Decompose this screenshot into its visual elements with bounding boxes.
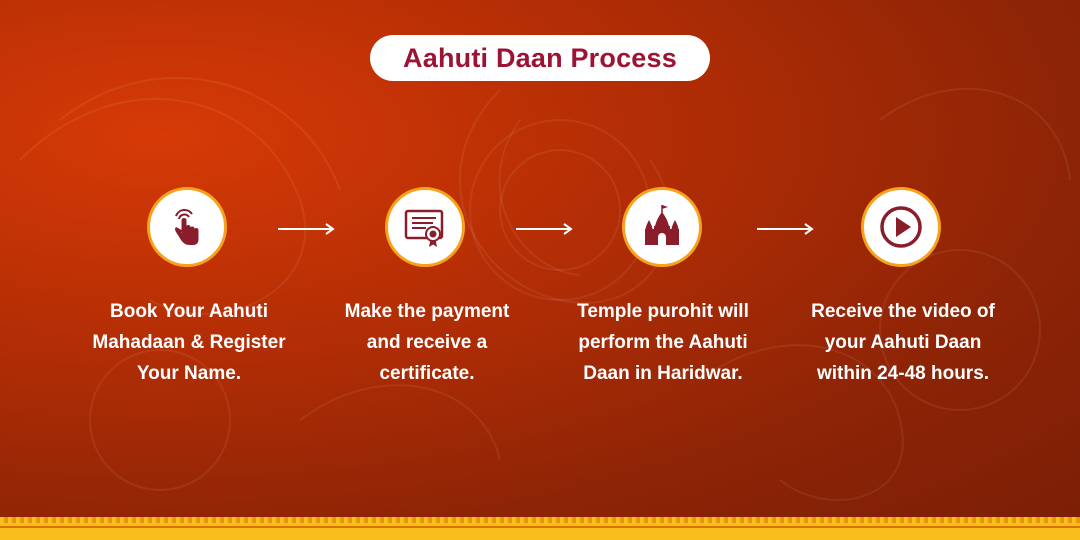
step-3-text: Temple purohit will perform the Aahuti D… <box>548 296 778 389</box>
step-text-line: Mahadaan & Register <box>92 332 286 353</box>
step-text-line: Receive the video of <box>811 301 995 322</box>
step-2-text: Make the payment and receive a certifica… <box>312 296 542 389</box>
page-title: Aahuti Daan Process <box>370 35 710 81</box>
arrow-right-icon <box>278 223 335 235</box>
step-text-line: perform the Aahuti <box>578 332 748 353</box>
step-text-line: your Aahuti Daan <box>824 332 982 353</box>
temple-icon <box>645 205 679 245</box>
border-fringe <box>0 517 1080 523</box>
step-4-text: Receive the video of your Aahuti Daan wi… <box>788 296 1018 389</box>
certificate-icon <box>404 209 444 247</box>
step-text-line: and receive a <box>366 332 488 353</box>
step-1-text: Book Your Aahuti Mahadaan & Register You… <box>74 296 304 389</box>
decorative-border <box>0 517 1080 540</box>
step-text-line: certificate. <box>379 363 475 384</box>
step-3-icon-circle <box>622 187 702 267</box>
step-1-icon-circle <box>147 187 227 267</box>
hand-pointer-icon <box>175 209 199 245</box>
arrow-right-icon <box>757 223 814 235</box>
arrow-right-icon <box>516 223 573 235</box>
step-text-line: Your Name. <box>136 363 242 384</box>
step-text-line: Daan in Haridwar. <box>583 363 743 384</box>
play-icon <box>880 206 922 248</box>
step-2-icon-circle <box>385 187 465 267</box>
step-text-line: within 24-48 hours. <box>816 363 990 384</box>
step-text-line: Book Your Aahuti <box>110 301 268 322</box>
step-text-line: Make the payment <box>344 301 510 322</box>
border-line <box>0 526 1080 528</box>
step-text-line: Temple purohit will <box>577 301 749 322</box>
step-4-icon-circle <box>861 187 941 267</box>
